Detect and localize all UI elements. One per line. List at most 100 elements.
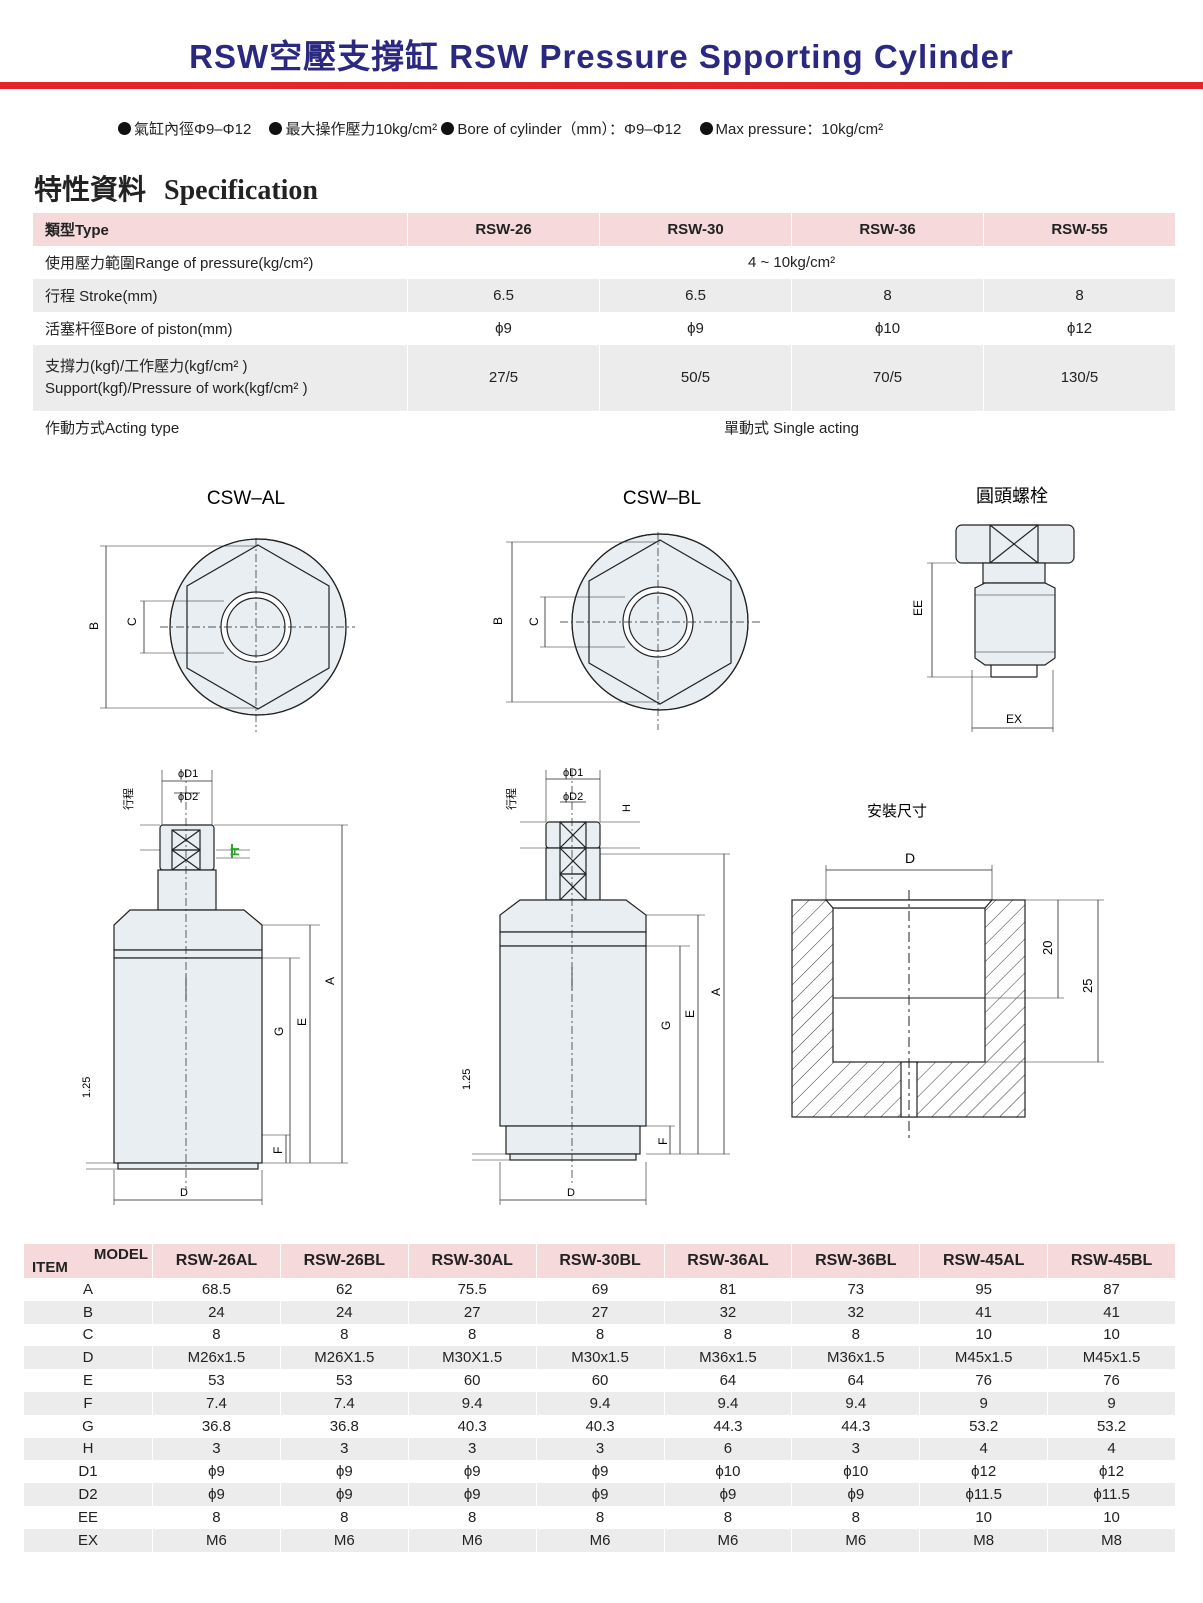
table-cell: 24 [152,1300,281,1324]
row-item-label: EX [24,1528,153,1552]
table-cell: 76 [919,1369,1049,1392]
table-cell: M6 [280,1528,409,1552]
dim-a-label: A [323,977,337,985]
table-cell: ϕ12 [919,1460,1049,1484]
table-cell: ϕ9 [536,1483,665,1506]
table-cell: 32 [664,1300,793,1324]
table-cell: 81 [664,1278,793,1301]
dim-stroke-label: 行程 [122,788,135,810]
table-cell: 8 [408,1323,537,1347]
table-cell: 8 [664,1323,793,1347]
table-cell: M26x1.5 [152,1346,281,1370]
table-cell: M6 [664,1528,793,1552]
dim-g-label: G [272,1027,286,1036]
dim-125-label: 1.25 [461,1069,473,1090]
table-cell: ϕ9 [280,1460,409,1484]
table-cell: M45x1.5 [919,1346,1049,1370]
spec-cell: 50/5 [599,345,792,411]
bullet-bore-en: Bore of cylinder（mm）：Φ9–Φ12 [441,121,681,138]
bullet-dot-icon [118,122,131,135]
table-cell: 36.8 [152,1414,281,1438]
row-item-label: D [24,1346,153,1370]
al-top-view [100,538,355,732]
table-cell: 53 [280,1369,409,1392]
table-cell: 10 [1047,1323,1176,1347]
dim-g-label: G [659,1021,673,1030]
table-cell: M6 [536,1528,665,1552]
table-cell: 27 [408,1300,537,1324]
spec-acting-label: 作動方式Acting type [33,411,408,444]
table-cell: 53.2 [919,1414,1049,1438]
dim-d2-label: ϕD2 [178,791,198,803]
table-cell: 9.4 [536,1391,665,1415]
spec-cell: ϕ9 [599,312,792,345]
dim-f-label: F [271,1147,285,1154]
spec-cell: ϕ12 [983,312,1176,345]
spec-row-support: 支撐力(kgf)/工作壓力(kgf/cm² )Support(kgf)/Pres… [33,345,1176,411]
table-cell: ϕ9 [791,1483,921,1506]
dimension-table: MODEL ITEM RSW-26AL RSW-26BL RSW-30AL RS… [24,1244,1176,1552]
dim-model: RSW-45AL [919,1244,1049,1278]
specification-table: 類型Type RSW-26 RSW-30 RSW-36 RSW-55 使用壓力範… [33,213,1176,444]
bl-top-view [506,532,760,730]
spec-row-stroke: 行程 Stroke(mm) 6.5 6.5 8 8 [33,279,1176,312]
table-cell: 4 [1047,1437,1176,1461]
table-cell: 69 [536,1278,665,1301]
dim-h-label: H [621,804,633,812]
spec-cell: 8 [983,279,1176,312]
install-title: 安裝尺寸 [867,803,927,820]
dim-stroke-label: 行程 [505,788,518,810]
dim-d-label: D [567,1187,575,1199]
dim-ee-label: EE [911,600,925,616]
spec-cell: ϕ10 [791,312,984,345]
bolt-title: 圓頭螺栓 [976,486,1048,506]
feature-bullets: 氣缸內徑Φ9–Φ12 最大操作壓力10kg/cm² Bore of cylind… [118,118,897,139]
table-cell: 7.4 [152,1391,281,1415]
table-cell: 32 [791,1300,921,1324]
table-cell: 9 [919,1391,1049,1415]
table-cell: 36.8 [280,1414,409,1438]
dim-model: RSW-30AL [408,1244,537,1278]
dim-c-label: C [125,617,139,626]
dim-f-label: F [656,1138,670,1145]
table-cell: 64 [791,1369,921,1392]
dim-header-row: MODEL ITEM RSW-26AL RSW-26BL RSW-30AL RS… [24,1244,1176,1278]
row-item-label: EE [24,1505,153,1529]
item-label: ITEM [32,1259,68,1276]
table-cell: M26X1.5 [280,1346,409,1370]
spec-model: RSW-55 [983,213,1176,246]
spec-cell: 70/5 [791,345,984,411]
table-cell: 60 [536,1369,665,1392]
table-cell: 87 [1047,1278,1176,1301]
table-cell: 3 [791,1437,921,1461]
table-cell: 3 [408,1437,537,1461]
table-cell: 75.5 [408,1278,537,1301]
table-cell: 3 [152,1437,281,1461]
dim-model: RSW-26BL [280,1244,409,1278]
row-item-label: C [24,1323,153,1347]
spec-pressure-value: 4 ~ 10kg/cm² [407,246,1176,279]
table-cell: 40.3 [408,1414,537,1438]
dim-model: RSW-36BL [791,1244,921,1278]
table-cell: 10 [919,1505,1049,1529]
table-cell: 8 [791,1505,921,1529]
table-cell: M30x1.5 [536,1346,665,1370]
table-cell: M6 [152,1528,281,1552]
dim-model: RSW-36AL [664,1244,793,1278]
spec-type-label: 類型Type [33,213,408,246]
title-underline [0,82,1203,89]
dim-b-label: B [491,617,505,625]
bl-side-view [472,770,730,1205]
dim-model: RSW-26AL [152,1244,281,1278]
table-cell: 8 [152,1323,281,1347]
table-cell: 9.4 [408,1391,537,1415]
table-cell: 10 [1047,1505,1176,1529]
dim-d-label: D [905,850,915,866]
spec-cell: 6.5 [599,279,792,312]
table-cell: 68.5 [152,1278,281,1301]
table-cell: 44.3 [664,1414,793,1438]
